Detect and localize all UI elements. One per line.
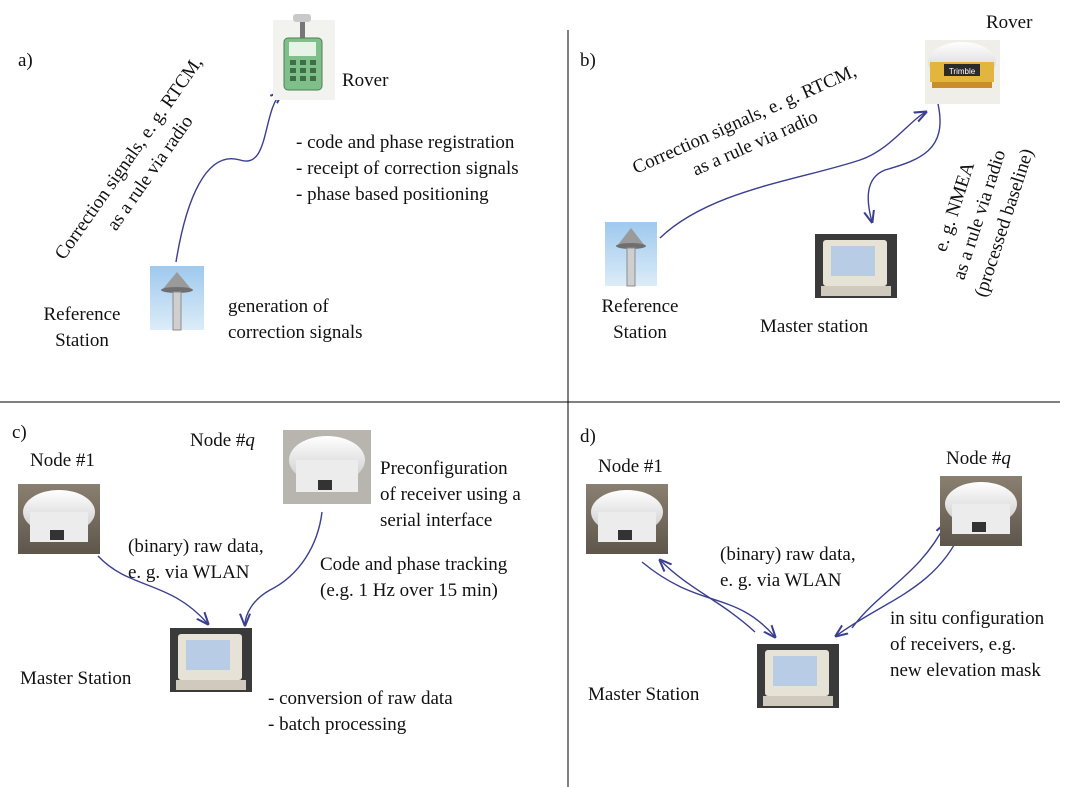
panel-a-letter: a) [18,50,33,71]
panel-c-code-line2: (e.g. 1 Hz over 15 min) [320,580,498,601]
panel-c-nodeq-var: q [245,430,255,451]
panel-d-situ-line3: new elevation mask [890,660,1041,681]
node1-antenna-icon-d [586,484,668,554]
panel-c-raw-data-label: (binary) raw data, e. g. via WLAN [128,534,264,586]
panel-c-bullets: - conversion of raw data - batch process… [268,686,453,738]
panel-c-pre-line1: Preconfiguration [380,458,508,479]
panel-d-master-station-label: Master Station [588,684,700,705]
panel-b-reference-station-label: Reference Station [578,294,702,346]
panel-a-bullet-2: - receipt of correction signals [296,158,519,179]
panel-d-nodeq-var: q [1001,448,1011,469]
panel-c-code-line1: Code and phase tracking [320,554,508,575]
panel-d-node1-label: Node #1 [598,456,663,477]
panel-a-bullets: - code and phase registration - receipt … [296,130,519,208]
arrow-c-nodeq [245,511,323,625]
panel-c-code-phase-label: Code and phase tracking (e.g. 1 Hz over … [320,552,507,604]
panel-b-master-station-label: Master station [760,316,869,337]
panel-c-bullet-2: - batch processing [268,714,407,735]
nodeq-antenna-icon-d [940,476,1022,546]
panel-b-ref-line2: Station [613,322,667,343]
panel-d-raw-line1: (binary) raw data, [720,544,856,565]
reference-station-antenna-icon-a [150,266,204,331]
panel-c-nodeq-prefix: Node # [190,430,246,451]
panel-d-situ-label: in situ configuration of receivers, e.g.… [890,606,1044,684]
arrow-d-nodeq-out [836,529,963,636]
node1-antenna-icon-c [18,484,100,554]
panel-c-master-station-label: Master Station [20,668,132,689]
panel-a-reference-station-label: Reference Station [20,302,144,354]
master-station-computer-icon-c [170,628,252,692]
panel-c-bullet-1: - conversion of raw data [268,688,453,709]
panel-a-rover-label: Rover [342,70,389,91]
panel-b-letter: b) [580,50,596,71]
arrow-c-node1 [97,555,208,624]
arrow-a-correction [175,92,282,263]
panel-a-gen-line2: correction signals [228,322,363,343]
arrow-b-nmea [868,103,941,222]
panel-c-nodeq-label: Node #q [190,428,255,454]
rover-handheld-icon [273,14,335,100]
nodeq-antenna-icon-c [283,430,371,504]
panel-d-situ-line2: of receivers, e.g. [890,634,1017,655]
panel-c-raw-line1: (binary) raw data, [128,536,264,557]
panel-c-preconfig-label: Preconfiguration of receiver using a ser… [380,456,521,534]
panel-d-raw-data-label: (binary) raw data, e. g. via WLAN [720,542,856,594]
panel-d-letter: d) [580,426,596,447]
arrow-d-node1-in [660,560,756,633]
panel-b-rover-label: Rover [986,12,1033,33]
panel-c-node1-label: Node #1 [30,450,95,471]
panel-d-situ-line1: in situ configuration [890,608,1045,629]
panel-c-letter: c) [12,422,27,443]
panel-a-bullet-1: - code and phase registration [296,132,515,153]
panel-b-ref-line1: Reference [601,296,679,317]
master-station-computer-icon-d [757,644,839,708]
panel-a-generation-label: generation of correction signals [228,294,363,346]
panel-a-gen-line1: generation of [228,296,329,317]
panel-a-bullet-3: - phase based positioning [296,184,489,205]
brand-label: Trimble [949,67,976,76]
panel-d-nodeq-prefix: Node # [946,448,1002,469]
panel-d-raw-line2: e. g. via WLAN [720,570,842,591]
master-station-computer-icon-b [815,234,897,298]
arrow-b-correction [659,112,926,239]
panel-a-ref-line1: Reference [43,304,121,325]
panel-d-nodeq-label: Node #q [946,446,1011,472]
arrow-d-node1-out [641,561,775,637]
rover-trimble-antenna-icon: Trimble [925,40,1000,104]
reference-station-antenna-icon-b [605,222,657,287]
panel-a-ref-line2: Station [55,330,109,351]
arrow-d-nodeq-in [851,523,946,629]
panel-c-pre-line2: of receiver using a [380,484,521,505]
panel-c-pre-line3: serial interface [380,510,493,531]
panel-c-raw-line2: e. g. via WLAN [128,562,250,583]
